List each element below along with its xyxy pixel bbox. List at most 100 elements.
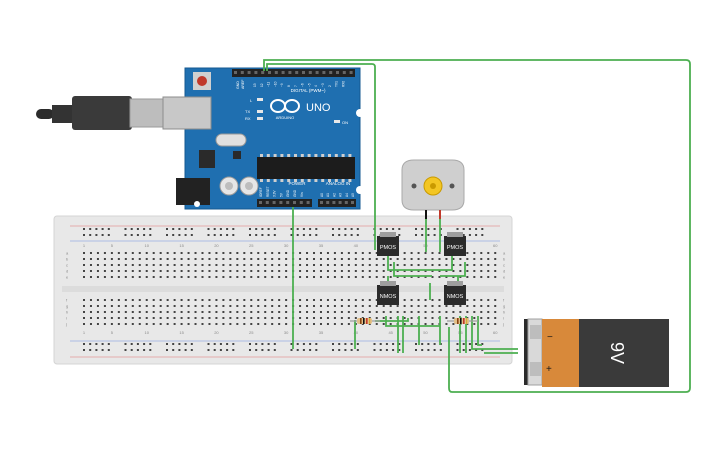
breadboard-hole [222,299,225,301]
rail-hole [481,228,484,230]
column-label: 40 [354,243,359,248]
resistor-right[interactable] [447,318,478,324]
breadboard-hole [466,299,469,301]
breadboard-hole [229,270,232,272]
breadboard-hole [452,311,455,313]
breadboard-hole [236,258,239,260]
rail-hole [190,234,193,236]
pmos-right[interactable]: PMOS [444,232,466,256]
breadboard-hole [368,270,371,272]
wire-nmos-left-source[interactable] [385,316,440,327]
pmos-left[interactable]: PMOS [377,232,399,256]
breadboard-hole [494,264,497,266]
row-label: f [503,298,505,303]
wire-pin-to-right-gate[interactable] [263,59,691,393]
breadboard-hole [166,258,169,260]
header-hole [344,201,348,204]
column-label: 10 [145,243,150,248]
row-label: h [503,310,505,315]
breadboard-hole [278,317,281,319]
breadboard-hole [375,258,378,260]
rail-hole [107,343,110,345]
breadboard-hole [480,276,483,278]
header-holes [234,71,354,204]
column-label: 15 [179,243,184,248]
wire-pmos-drain-right[interactable] [440,262,466,277]
breadboard-hole [473,311,476,313]
rail-hole [379,349,382,351]
rail-hole [309,228,312,230]
breadboard-hole [124,317,127,319]
chip-pin [266,179,270,182]
breadboard-hole [124,311,127,313]
rail-hole [166,343,168,345]
wire-battery-minus[interactable] [471,316,518,350]
rail-hole [421,228,424,230]
breadboard-hole [159,299,162,301]
wire-pin-to-left-gate[interactable] [266,63,376,250]
breadboard-hole [319,252,322,254]
rail-hole [338,343,341,345]
breadboard-hole [417,252,420,254]
rail-hole [261,234,264,236]
usb-plug-metal [129,98,165,128]
battery-9v[interactable]: − + 9V [524,318,669,387]
breadboard-hole [271,311,274,313]
dc-motor[interactable] [401,159,465,219]
breadboard-hole [285,258,288,260]
rail-hole [184,349,187,351]
rail-hole [184,228,187,230]
breadboard-hole [452,264,455,266]
nmos-right[interactable]: NMOS [444,281,466,305]
arduino-uno-board[interactable]: ARDUINO UNO DIGITAL (PWM~) POWER ANALOG … [162,67,364,210]
row-label: e [66,275,69,280]
analog-pin-label: A2 [332,193,336,197]
breadboard-hole [424,317,427,319]
header-hole [286,201,290,204]
digital-header[interactable] [232,69,355,77]
column-label: 20 [214,330,219,335]
rail-hole [249,343,251,345]
breadboard-hole [285,299,288,301]
power-header[interactable] [257,199,312,207]
nmos-left[interactable]: NMOS [377,281,399,305]
breadboard-hole [306,252,309,254]
breadboard-hole [138,311,141,313]
rail-hole [433,343,436,345]
breadboard-hole [382,276,385,278]
rail-hole [207,234,210,236]
rail-hole [398,349,401,351]
analog-header[interactable] [318,199,356,207]
rail-hole [172,234,175,236]
rail-hole [130,343,133,345]
breadboard-hole [152,299,155,301]
reset-button[interactable] [197,76,207,86]
breadboard-hole [103,252,106,254]
breadboard-hole [375,264,378,266]
mounting-hole [356,186,364,194]
breadboard-hole [452,276,455,278]
breadboard-hole [222,305,225,307]
rail-hole [475,228,478,230]
usb-cable[interactable] [36,96,165,130]
rail-hole [356,228,359,230]
breadboard-hole [138,270,141,272]
breadboard-hole [299,264,302,266]
wire-right-rail-link[interactable] [477,316,482,346]
rail-hole [462,349,465,351]
breadboard-hole [480,252,483,254]
wire-pmos-bridge[interactable] [387,255,453,271]
nmos-right-label: NMOS [447,294,464,300]
resistor-left[interactable] [350,318,380,324]
breadboard-hole [257,252,260,254]
breadboard-hole [487,311,490,313]
breadboard[interactable]: 1155101015152020252530303535404045455050… [53,215,513,365]
wires[interactable] [263,59,691,393]
wire-pmos-drain-left[interactable] [393,262,432,277]
breadboard-hole [340,305,343,307]
resistor-band [360,318,362,324]
rail-hole [143,349,146,351]
breadboard-hole [424,252,427,254]
chip-pin [321,179,325,182]
